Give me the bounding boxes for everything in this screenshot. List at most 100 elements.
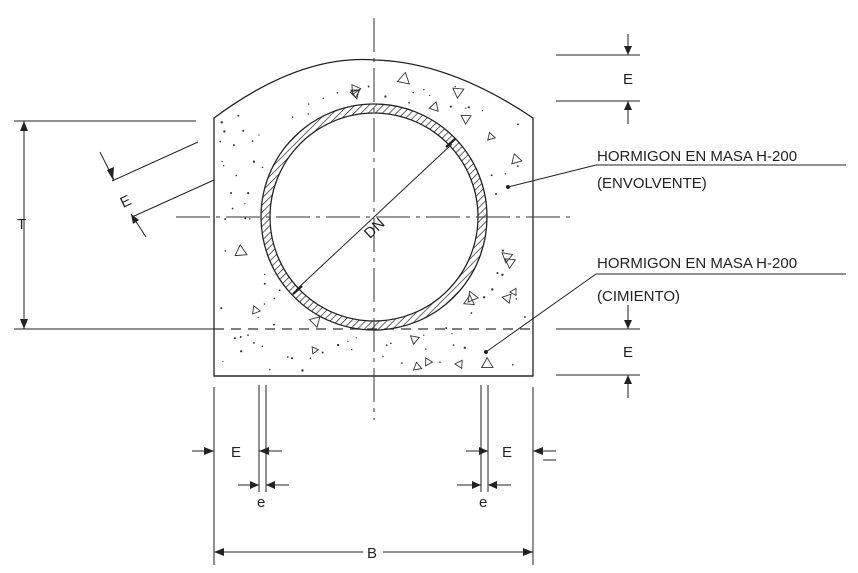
aggregate-dot	[247, 334, 249, 336]
aggregate-stone	[504, 258, 517, 270]
foundation-leader-dot	[484, 350, 488, 354]
aggregate-stone	[487, 131, 497, 141]
aggregate-dot	[429, 94, 431, 97]
aggregate-dot	[408, 101, 410, 104]
right-small-e-arrowhead-inner	[488, 481, 497, 489]
aggregate-dot	[423, 334, 425, 336]
aggregate-dot	[384, 95, 387, 98]
aggregate-dot	[253, 342, 255, 344]
aggregate-stone	[409, 335, 421, 346]
aggregate-dot	[242, 129, 245, 132]
aggregate-dot	[263, 273, 266, 276]
aggregate-dot	[491, 288, 494, 291]
t-label: T	[17, 216, 26, 233]
aggregate-dot	[309, 357, 312, 359]
aggregate-stone	[462, 294, 476, 306]
left-side-e-arrowhead-inner	[259, 447, 269, 455]
envelope-outline	[213, 58, 534, 377]
aggregate-stone	[396, 71, 410, 85]
aggregate-dot	[511, 363, 514, 366]
t-arrowhead-upper	[20, 121, 28, 131]
aggregate-dot	[465, 107, 467, 109]
aggregate-stone	[351, 83, 362, 96]
right-side-e-arrowhead-outer	[533, 447, 543, 455]
aggregate-stone	[467, 290, 479, 303]
aggregate-dot	[385, 344, 388, 346]
aggregate-dot	[220, 307, 223, 310]
aggregate-stone	[251, 304, 262, 315]
left-small-e-arrowhead-outer	[250, 481, 259, 489]
aggregate-dot	[261, 345, 264, 348]
aggregate-dot	[401, 362, 403, 364]
aggregate-stone	[501, 293, 512, 305]
aggregate-dot	[222, 360, 224, 363]
envelope-leader-line	[507, 164, 597, 188]
aggregate-stone	[480, 356, 494, 369]
aggregate-dot	[261, 166, 264, 169]
dn-dimension-line	[295, 143, 453, 291]
aggregate-dot	[221, 160, 223, 163]
right-side-e-label: E	[502, 444, 512, 461]
bottom-e-label: E	[623, 344, 633, 361]
aggregate-dot	[482, 296, 486, 299]
aggregate-dot	[249, 218, 251, 220]
aggregate-dot	[439, 361, 441, 364]
slant-e-arrowhead-upper	[107, 167, 114, 180]
b-arrowhead-left	[214, 548, 224, 556]
left-side-e-label: E	[231, 444, 241, 461]
aggregate-dot	[223, 130, 226, 133]
aggregate-dot	[523, 315, 526, 318]
aggregate-dot	[244, 203, 246, 205]
aggregate-dot	[263, 282, 266, 285]
aggregate-dot	[355, 337, 357, 339]
aggregate-dot	[301, 369, 304, 372]
aggregate-dot	[496, 271, 499, 275]
b-arrowhead-right	[523, 548, 533, 556]
envelope-callout-line1: HORMIGON EN MASA H-200	[597, 148, 797, 165]
top-e-arrowhead-upper	[624, 46, 632, 55]
aggregate-dot	[231, 207, 234, 210]
aggregate-dot	[219, 140, 221, 143]
top-e-arrowhead-lower	[624, 101, 632, 110]
envelope-callout-line2: (ENVOLVENTE)	[597, 175, 707, 192]
slant-e-extension-lower	[131, 179, 215, 218]
aggregate-dot	[237, 114, 240, 117]
aggregate-dot	[224, 218, 227, 221]
aggregate-dot	[257, 316, 259, 319]
left-small-e-arrowhead-inner	[266, 481, 275, 489]
aggregate-dot	[273, 297, 276, 300]
aggregate-dot	[494, 192, 498, 196]
aggregate-dot	[501, 249, 504, 252]
aggregate-dot	[230, 192, 233, 194]
aggregate-dot	[291, 116, 294, 118]
aggregate-dot	[336, 343, 340, 347]
aggregate-dot	[454, 85, 456, 88]
aggregate-dot	[290, 357, 294, 360]
aggregate-dot	[490, 174, 493, 177]
aggregate-dot	[350, 348, 353, 351]
foundation-leader-line	[485, 273, 597, 353]
aggregate-stone	[509, 287, 517, 297]
right-small-e-arrowhead-outer	[472, 481, 481, 489]
slant-e-arrowhead-lower	[131, 214, 139, 224]
aggregate-dot	[272, 323, 275, 326]
dn-tick-upper	[445, 138, 456, 148]
aggregate-dot	[515, 298, 518, 300]
right-small-e-label: e	[479, 494, 487, 511]
aggregate-dot	[445, 327, 448, 330]
aggregate-dot	[516, 165, 519, 168]
aggregate-dot	[517, 123, 519, 126]
concrete-aggregate-texture	[219, 71, 526, 372]
aggregate-dot	[501, 273, 504, 276]
left-small-e-label: e	[257, 494, 265, 511]
foundation-callout-line2: (CIMIENTO)	[597, 288, 680, 305]
aggregate-dot	[307, 103, 310, 105]
aggregate-stone	[453, 359, 463, 370]
aggregate-dot	[307, 113, 309, 115]
dn-tick-lower	[292, 285, 303, 295]
right-side-e-arrowhead-inner	[479, 447, 488, 455]
aggregate-dot	[235, 174, 238, 177]
aggregate-dot	[222, 164, 225, 167]
slant-e-extension-upper	[111, 141, 199, 182]
